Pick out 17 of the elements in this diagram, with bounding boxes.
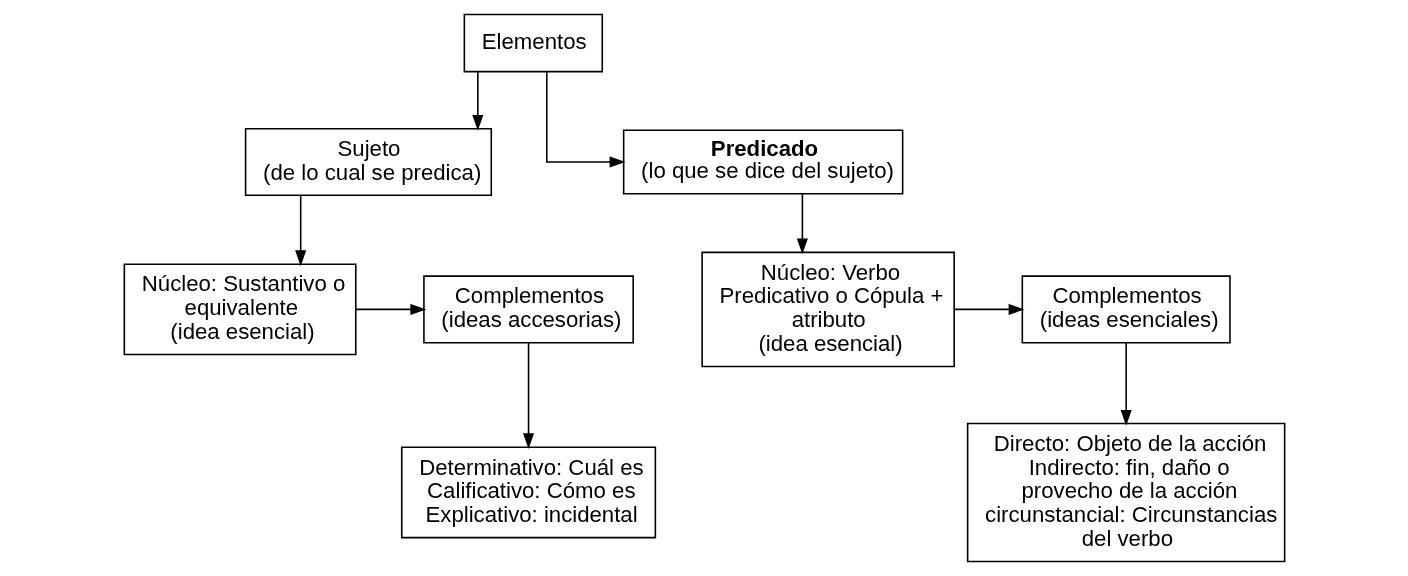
node-box: Núcleo: Verbo Predicativo o Cópula + atributo (idea esencial) <box>700 251 955 368</box>
node-box: Predicado (lo que se dice del sujeto) <box>622 129 903 195</box>
node-box: Elementos <box>463 13 603 73</box>
node-box: Determinativo: Cuál es Calificativo: Cómo es Explicativo: incidental <box>400 446 656 539</box>
arrow <box>471 71 483 131</box>
arrow <box>1120 342 1132 426</box>
arrow <box>522 342 534 450</box>
node-box: Directo: Objeto de la acción Indirecto: fin, daño o provecho de la acción circunstancial: Circunstancias del verbo <box>966 422 1285 563</box>
arrow <box>953 303 1024 315</box>
node-box: Núcleo: Sustantivo o equivalente (idea esencial) <box>123 263 357 356</box>
arrow <box>545 71 625 168</box>
arrow <box>796 193 808 255</box>
arrow <box>354 303 426 315</box>
node-box: Complementos (ideas accesorias) <box>422 275 634 344</box>
node-box: Sujeto (de lo cual se predica) <box>244 127 492 197</box>
node-box: Complementos (ideas esenciales) <box>1021 275 1231 344</box>
arrow <box>294 194 306 267</box>
